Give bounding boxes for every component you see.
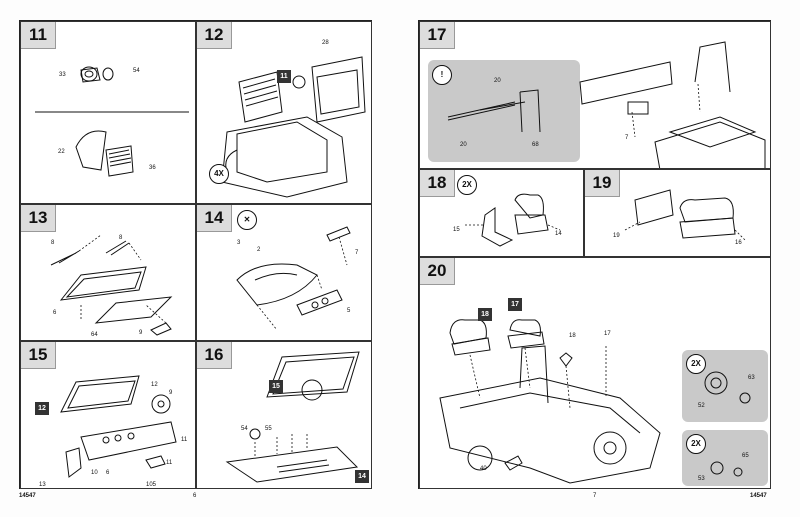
part-40-label: 40 xyxy=(480,466,487,472)
right-page: 17 ! 20 20 68 7 18 2X xyxy=(418,20,771,489)
part-15-label: 15 xyxy=(453,227,460,233)
part-55-label: 55 xyxy=(265,426,272,432)
part-7-label: 7 xyxy=(355,250,359,256)
part-64-label: 64 xyxy=(91,332,98,338)
step-19-panel: 19 19 16 xyxy=(584,169,771,257)
qty-4x-icon: 4X xyxy=(209,164,229,184)
step-11-panel: 11 33 54 22 36 xyxy=(20,21,196,204)
part-16-label: 16 xyxy=(735,240,742,246)
part-65-label: 65 xyxy=(742,453,749,459)
step-18-panel: 18 2X 15 14 xyxy=(419,169,584,257)
step-number: 14 xyxy=(197,205,232,232)
part-54-label: 54 xyxy=(133,68,140,74)
part-6-label: 6 xyxy=(106,470,110,476)
qty-2x-icon-b: 2X xyxy=(686,434,706,454)
step-15-panel: 15 12 12 9 11 11 10 6 13 105 xyxy=(20,341,196,489)
part-3-label: 3 xyxy=(237,240,241,246)
step-17-illustration xyxy=(447,41,766,168)
step-number: 18 xyxy=(420,170,455,197)
part-7-label: 7 xyxy=(625,135,629,141)
part-2-label: 2 xyxy=(257,247,261,253)
part-52-label: 52 xyxy=(698,403,705,409)
step-20-panel: 20 18 17 xyxy=(419,257,771,489)
step-number: 15 xyxy=(21,342,56,369)
step-number: 16 xyxy=(197,342,232,369)
part-20b-label: 20 xyxy=(460,142,467,148)
part-9-label: 9 xyxy=(139,330,143,336)
step-14-illustration xyxy=(236,226,351,331)
detail-callout xyxy=(428,60,580,162)
ref-step-12-badge: 12 xyxy=(35,402,49,415)
step-13-panel: 13 8 8 6 64 9 xyxy=(20,204,196,341)
left-footer-code: 14547 xyxy=(19,493,36,499)
part-6-label: 6 xyxy=(53,310,57,316)
step-11-illustration xyxy=(35,66,189,177)
step-number: 12 xyxy=(197,22,232,49)
qty-2x-icon: 2X xyxy=(457,175,477,195)
left-page-number: 6 xyxy=(193,493,197,499)
part-8a-label: 8 xyxy=(51,240,55,246)
part-105-label: 105 xyxy=(146,482,157,488)
step-number: 13 xyxy=(21,205,56,232)
part-22-label: 22 xyxy=(58,149,65,155)
part-9-label: 9 xyxy=(169,390,173,396)
step-16-illustration xyxy=(225,351,360,483)
part-33-label: 33 xyxy=(59,72,66,78)
ref-step-18-badge: 18 xyxy=(478,308,492,321)
part-17-label: 17 xyxy=(604,331,611,337)
part-13-label: 13 xyxy=(39,482,46,488)
right-footer-code: 14547 xyxy=(750,493,767,499)
part-8b-label: 8 xyxy=(119,235,123,241)
ref-step-17-badge: 17 xyxy=(508,298,522,311)
step-number: 11 xyxy=(21,22,56,49)
step-number: 19 xyxy=(585,170,620,197)
ref-step-14-badge: 14 xyxy=(355,470,369,483)
step-18-illustration xyxy=(465,193,561,247)
part-36-label: 36 xyxy=(149,165,156,171)
step-20-illustration xyxy=(439,319,751,484)
part-20a-label: 20 xyxy=(494,78,501,84)
right-page-number: 7 xyxy=(593,493,597,499)
qty-2x-icon-a: 2X xyxy=(686,354,706,374)
part-5-label: 5 xyxy=(347,308,351,314)
part-63-label: 63 xyxy=(748,375,755,381)
part-11b-label: 11 xyxy=(166,460,173,466)
part-53-label: 53 xyxy=(698,476,705,482)
step-16-panel: 16 15 14 54 55 xyxy=(196,341,372,489)
part-12-label: 12 xyxy=(151,382,158,388)
warning-icon: ! xyxy=(432,65,452,85)
part-68-label: 68 xyxy=(532,142,539,148)
part-10-label: 10 xyxy=(91,470,98,476)
step-17-panel: 17 ! 20 20 68 7 xyxy=(419,21,771,169)
ref-step-11-badge: 11 xyxy=(277,70,291,83)
part-14-label: 14 xyxy=(555,231,562,237)
part-18-label: 18 xyxy=(569,333,576,339)
part-11a-label: 11 xyxy=(181,437,188,443)
step-number: 17 xyxy=(420,22,455,49)
no-glue-icon: ✕ xyxy=(237,210,257,230)
step-number: 20 xyxy=(420,258,455,285)
left-page: 11 33 54 22 36 12 xyxy=(19,20,372,489)
part-54-label: 54 xyxy=(241,426,248,432)
step-13-illustration xyxy=(50,234,173,336)
ref-step-15-badge: 15 xyxy=(269,380,283,393)
step-15-illustration xyxy=(60,375,177,478)
part-28-label: 28 xyxy=(322,40,329,46)
part-19-label: 19 xyxy=(613,233,620,239)
step-19-illustration xyxy=(624,189,746,241)
step-14-panel: 14 ✕ 3 2 7 5 xyxy=(196,204,372,341)
step-12-panel: 12 11 28 4X xyxy=(196,21,372,204)
